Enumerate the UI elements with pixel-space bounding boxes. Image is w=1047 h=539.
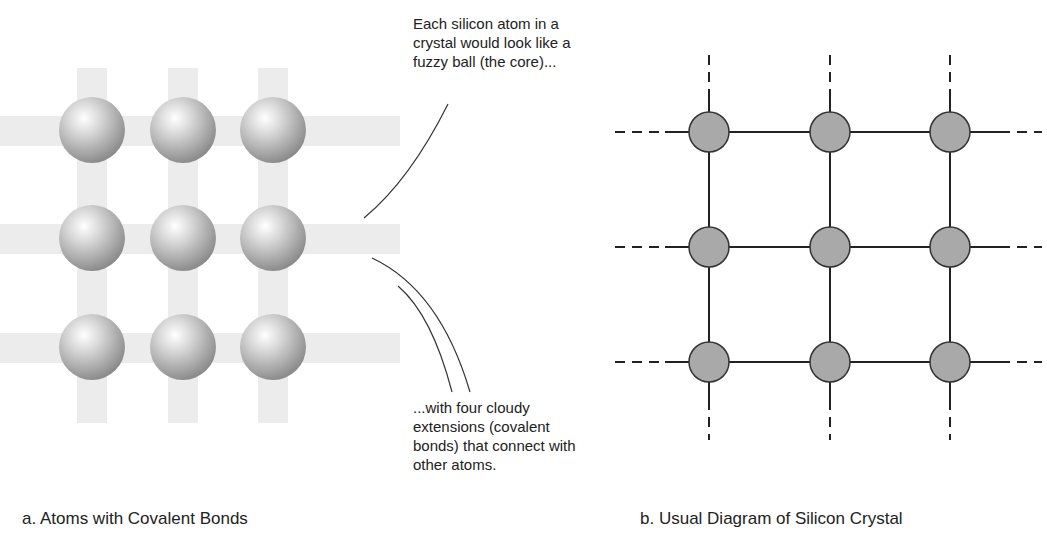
figure-caption: b. Usual Diagram of Silicon Crystal [640, 509, 903, 529]
callout-text: Each silicon atom in a crystal would loo… [413, 14, 581, 71]
figure-caption: a. Atoms with Covalent Bonds [22, 509, 248, 529]
atom-circles [689, 112, 970, 382]
covalent-bands [0, 68, 400, 423]
bond-lines [615, 55, 1042, 440]
atom-cores [59, 97, 306, 380]
leader-lines [364, 104, 470, 392]
callout-text: ...with four cloudy extensions (covalent… [413, 398, 583, 474]
